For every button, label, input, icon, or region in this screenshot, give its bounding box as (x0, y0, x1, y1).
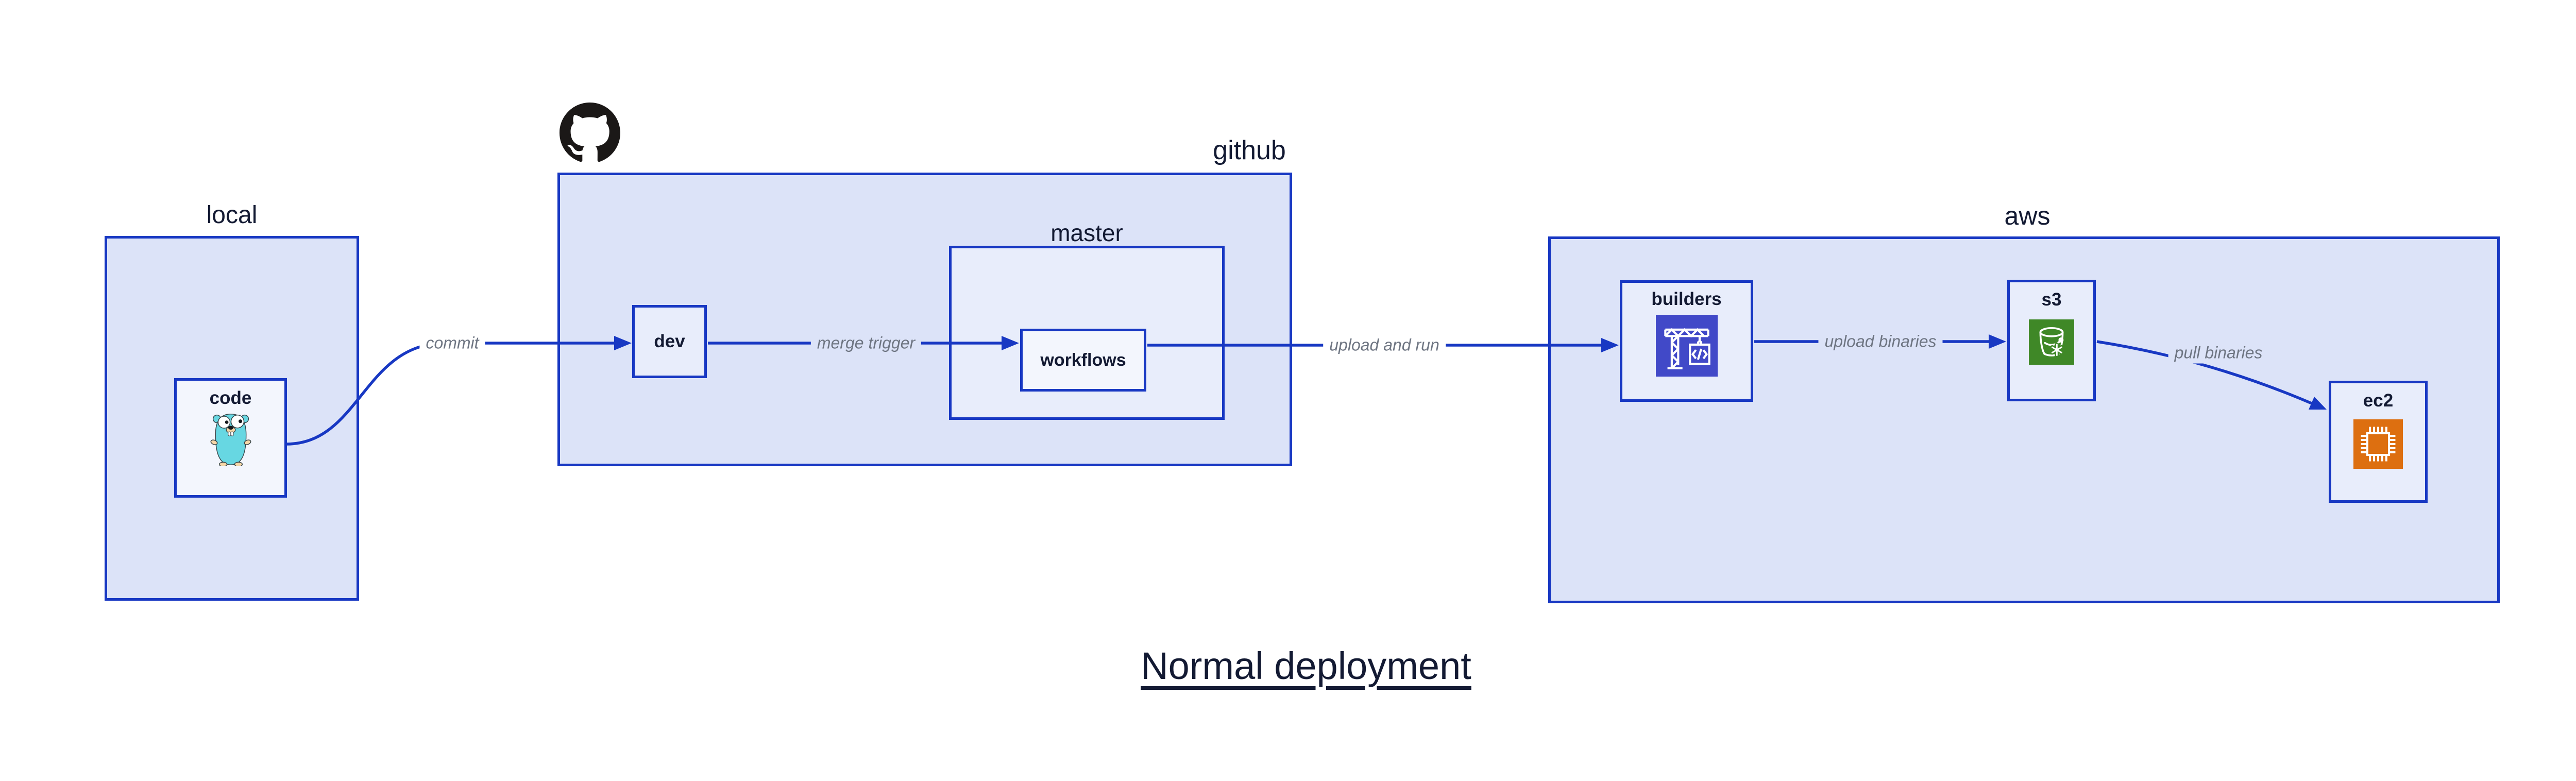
dev-node: dev (632, 305, 707, 378)
code-node-label: code (209, 388, 252, 408)
edge-commit-label: commit (419, 332, 485, 354)
workflows-node: workflows (1020, 329, 1146, 392)
dev-node-label: dev (654, 331, 685, 351)
edge-merge-trigger-label: merge trigger (810, 332, 922, 354)
s3-node-label: s3 (2041, 290, 2062, 310)
ec2-node-label: ec2 (2363, 390, 2394, 411)
aws-group-label: aws (2004, 201, 2050, 230)
diagram-title: Normal deployment (1141, 644, 1471, 687)
workflows-node-label: workflows (1040, 350, 1126, 370)
edge-upload-binaries-label: upload binaries (1818, 331, 1943, 352)
ec2-node: ec2 (2329, 381, 2428, 503)
edge-pull-binaries-label: pull binaries (2168, 342, 2269, 364)
edge-upload-and-run-label: upload and run (1323, 334, 1446, 356)
s3-node: s3 (2007, 280, 2096, 401)
local-group-label: local (206, 201, 258, 229)
github-group-label: github (1213, 135, 1286, 165)
ec2-chip-icon (2353, 419, 2403, 469)
builders-node-label: builders (1651, 289, 1722, 309)
codebuild-crane-icon (1655, 315, 1718, 377)
go-gopher-icon (210, 414, 251, 466)
github-octocat-icon (560, 103, 620, 162)
builders-node: builders (1620, 280, 1753, 402)
code-node: code (174, 378, 287, 498)
master-group-label: master (1050, 219, 1123, 246)
s3-glacier-bucket-icon (2029, 319, 2074, 365)
